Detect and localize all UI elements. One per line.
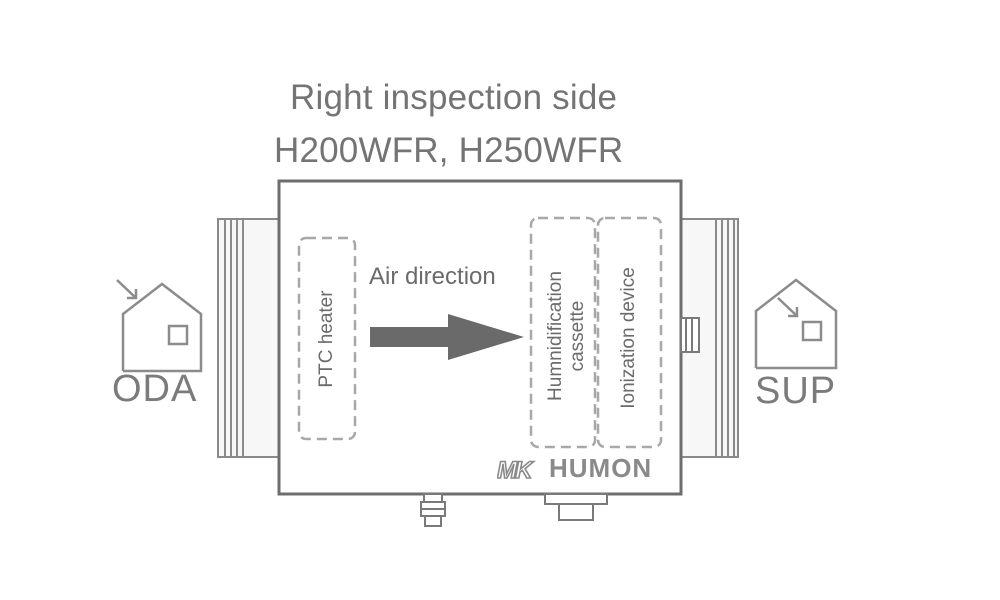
humidification-cassette-label: Humnidification cassette bbox=[545, 271, 589, 401]
ptc-heater-label: PTC heater bbox=[316, 290, 337, 388]
left-duct-collar bbox=[217, 218, 281, 458]
humidification-label-line-2: cassette bbox=[567, 300, 588, 372]
sup-house-icon bbox=[754, 278, 838, 370]
service-knob bbox=[680, 317, 700, 353]
ptc-heater-box bbox=[297, 236, 357, 441]
ionization-device-box bbox=[596, 216, 663, 449]
title-line-1: Right inspection side bbox=[290, 78, 618, 117]
mk-logo-icon: MK bbox=[497, 456, 537, 482]
oda-house-icon bbox=[116, 279, 203, 373]
mk-logo-text: MK bbox=[497, 457, 534, 482]
ionization-device-label: Ionization device bbox=[618, 267, 639, 409]
air-direction-arrow bbox=[370, 314, 524, 360]
brand: MK HUMON bbox=[497, 453, 652, 484]
sup-label: SUP bbox=[755, 370, 837, 412]
brand-name: HUMON bbox=[549, 453, 653, 483]
humidification-label-line-1: Humnidification bbox=[545, 271, 566, 401]
air-direction-label: Air direction bbox=[369, 263, 496, 290]
title-line-2: H200WFR, H250WFR bbox=[274, 131, 624, 170]
cable-gland bbox=[420, 493, 446, 527]
oda-label: ODA bbox=[112, 368, 198, 410]
water-connector bbox=[544, 493, 608, 521]
humidification-cassette-box bbox=[529, 216, 597, 449]
